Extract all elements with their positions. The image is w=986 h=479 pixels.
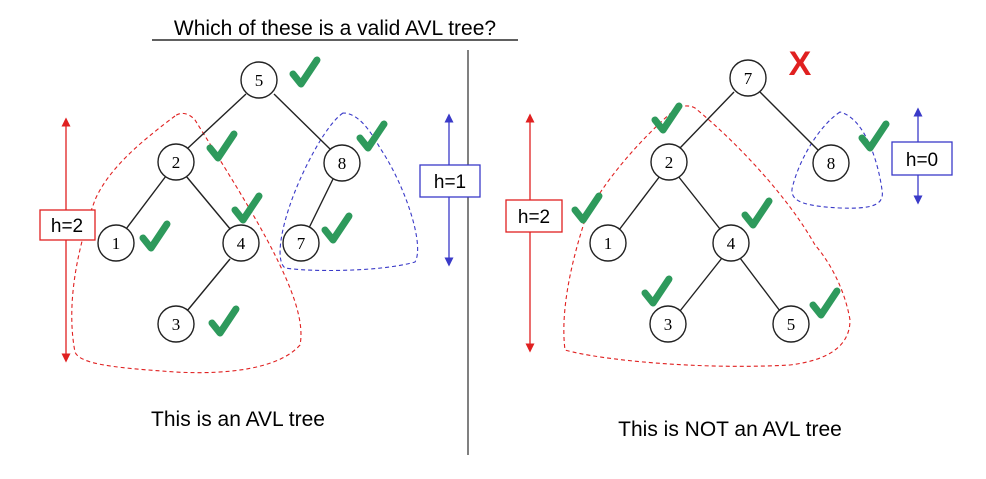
checkmark-icon <box>325 216 349 240</box>
edge <box>125 175 167 230</box>
right-node-2: 2 <box>650 143 688 181</box>
edge <box>307 176 335 231</box>
checkmark-icon <box>862 124 886 148</box>
checkmark-icon <box>655 106 679 130</box>
slide-title: Which of these is a valid AVL tree? <box>174 17 496 40</box>
invalid-x-icon: X <box>789 45 812 83</box>
subtree-height-label: h=1 <box>434 172 466 193</box>
left-node-1: 1 <box>97 224 135 262</box>
checkmark-icon <box>212 309 236 333</box>
node-label: 1 <box>604 234 613 253</box>
left-node-2: 2 <box>157 143 195 181</box>
edge <box>186 258 231 312</box>
node-label: 8 <box>338 154 347 173</box>
left-node-7: 7 <box>282 224 320 262</box>
checkmark-icon <box>813 291 837 315</box>
right-node-8: 8 <box>812 144 850 182</box>
left-edges <box>125 93 335 312</box>
left-caption: This is an AVL tree <box>151 408 325 431</box>
left-node-4: 4 <box>222 224 260 262</box>
height-label: h=2 <box>51 216 83 237</box>
right-node-7: 7 <box>729 59 767 97</box>
right-node-4: 4 <box>712 224 750 262</box>
right-node-1: 1 <box>589 224 627 262</box>
checkmark-icon <box>143 224 167 248</box>
height-label: h=2 <box>518 207 550 228</box>
edge <box>759 91 819 151</box>
node-label: 5 <box>787 315 796 334</box>
right-node-3: 3 <box>649 305 687 343</box>
node-label: 3 <box>664 315 673 334</box>
checkmark-icon <box>645 279 669 303</box>
height-label-box <box>505 199 563 233</box>
edge <box>679 91 735 149</box>
checkmark-icon <box>210 134 234 158</box>
edge <box>618 175 661 231</box>
edge <box>273 93 331 150</box>
right-node-5: 5 <box>772 305 810 343</box>
subtree-height-label-box <box>891 141 953 176</box>
subtree-height-label-box <box>419 164 481 198</box>
edge <box>679 257 723 312</box>
checkmark-icon <box>235 196 259 220</box>
edge <box>677 175 721 230</box>
node-label: 4 <box>237 234 246 253</box>
subtree-height-label: h=0 <box>906 150 938 171</box>
right-subtree-2-outline <box>563 105 851 367</box>
node-label: 4 <box>727 234 736 253</box>
right-edges <box>618 91 819 312</box>
node-label: 8 <box>827 154 836 173</box>
right-subtree-8-outline <box>791 111 883 209</box>
node-label: 3 <box>172 315 181 334</box>
left-subtree-2-outline <box>71 112 302 374</box>
right-tree: 7 2 8 1 4 3 5 X <box>505 45 953 441</box>
left-subtree-8-outline <box>279 112 419 272</box>
height-label-box <box>39 209 96 241</box>
node-label: 5 <box>255 71 264 90</box>
left-tree: 5 2 8 1 4 7 3 <box>39 60 481 431</box>
edge <box>739 257 781 312</box>
left-node-5: 5 <box>240 61 278 99</box>
node-label: 7 <box>744 69 753 88</box>
node-label: 2 <box>172 153 181 172</box>
checkmark-icon <box>293 60 317 84</box>
checkmark-icon <box>745 201 769 225</box>
node-label: 1 <box>112 234 121 253</box>
right-caption: This is NOT an AVL tree <box>618 418 842 441</box>
edge <box>185 175 232 231</box>
left-node-3: 3 <box>157 305 195 343</box>
checkmark-icon <box>360 124 384 148</box>
edge <box>187 93 247 149</box>
checkmark-icon <box>575 196 599 220</box>
left-node-8: 8 <box>323 144 361 182</box>
node-label: 7 <box>297 234 306 253</box>
node-label: 2 <box>665 153 674 172</box>
